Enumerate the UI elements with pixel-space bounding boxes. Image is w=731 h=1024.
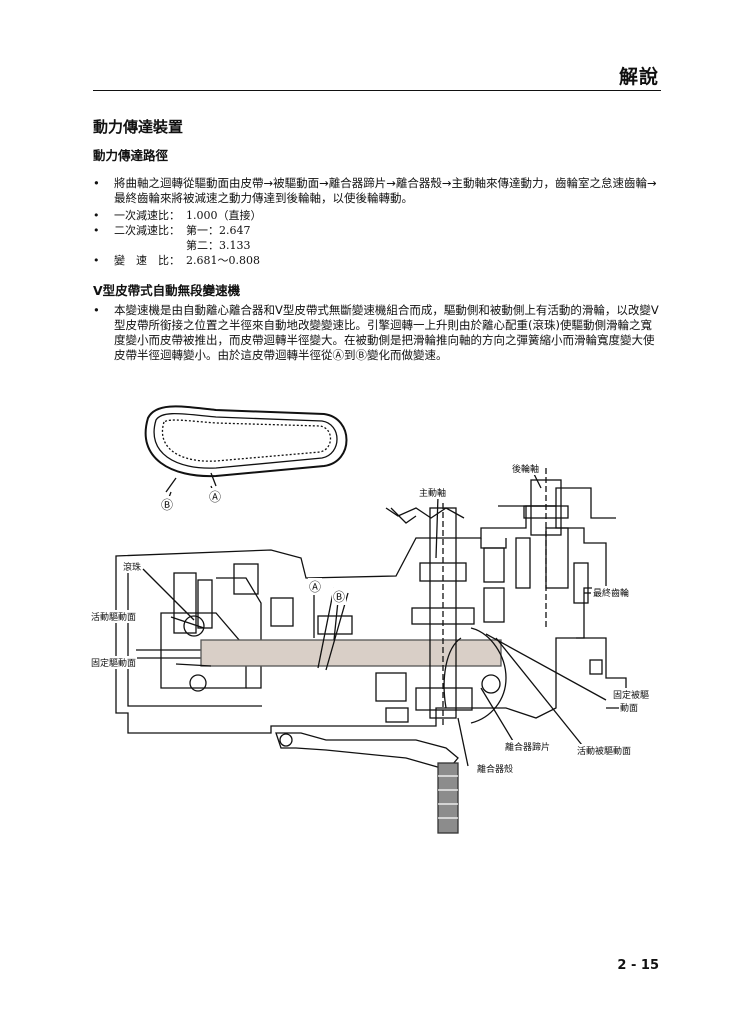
label-movable-drive-face: 活動驅動面 [90, 610, 138, 623]
label-final-gear: 最終齒輪 [592, 586, 631, 599]
cvt-paragraph: • 本變速機是由自動離心離合器和V型皮帶式無斷變速機組合而成，驅動側和被動側上有… [93, 303, 663, 363]
spec-value: 2.681～0.808 [186, 254, 260, 267]
section-title: 動力傳達裝置 [93, 118, 184, 136]
transmission-drawing [115, 405, 627, 834]
bullet: • [93, 176, 100, 190]
spec-label: 一次減速比： [114, 209, 180, 222]
page-header-title: 解說 [618, 66, 659, 88]
spec-label: 二次減速比： [114, 224, 180, 237]
label-fixed-driven-face-1: 固定被驅 [612, 688, 651, 701]
header-rule [93, 90, 661, 91]
spec-transmission-ratio: • 變 速 比： 2.681～0.808 [93, 253, 663, 268]
label-clutch-shoe: 離合器蹄片 [504, 740, 552, 753]
page-number: 2 - 15 [617, 958, 659, 973]
label-fixed-driven-face-2: 動面 [619, 701, 640, 714]
label-mark-b-belt: Ⓑ [160, 496, 175, 513]
label-mark-a-belt: Ⓐ [208, 488, 223, 505]
transmission-diagram: 後輪軸 主動軸 滾珠 活動驅動面 固定驅動面 最終齒輪 固定被驅 動面 離合器蹄… [86, 388, 666, 840]
cvt-title: V型皮帶式自動無段變速機 [93, 283, 241, 298]
bullet: • [93, 303, 100, 317]
spec-value: 第一：2.647 [186, 224, 251, 237]
spec-primary-ratio: • 一次減速比： 1.000（直接） [93, 208, 663, 223]
spec-secondary-ratio: • 二次減速比： 第一：2.647 [93, 223, 663, 238]
bullet: • [93, 224, 100, 237]
main-content: 動力傳達裝置 動力傳達路徑 • 將曲軸之迴轉從驅動面由皮帶→被驅動面→離合器蹄片… [93, 116, 663, 365]
route-paragraph: • 將曲軸之迴轉從驅動面由皮帶→被驅動面→離合器蹄片→離合器殼→主動軸來傳達動力… [93, 176, 663, 206]
label-main-shaft: 主動軸 [418, 486, 448, 499]
bullet: • [93, 209, 100, 222]
label-roller: 滾珠 [122, 560, 143, 573]
spec-label: 變 速 比： [114, 254, 180, 267]
spec-value: 1.000（直接） [186, 209, 262, 222]
label-mark-b-pulley: Ⓑ [332, 588, 347, 605]
label-clutch-housing: 離合器殼 [476, 762, 515, 775]
spec-secondary-ratio-cont: 第二：3.133 [186, 239, 251, 252]
route-text: 將曲軸之迴轉從驅動面由皮帶→被驅動面→離合器蹄片→離合器殼→主動軸來傳達動力，齒… [114, 176, 657, 205]
label-fixed-drive-face: 固定驅動面 [90, 656, 138, 669]
label-mark-a-pulley: Ⓐ [308, 578, 323, 595]
label-movable-driven-face: 活動被驅動面 [576, 744, 633, 757]
route-subtitle: 動力傳達路徑 [93, 148, 169, 163]
bullet: • [93, 254, 100, 267]
label-rear-axle: 後輪軸 [511, 462, 541, 475]
cvt-text: 本變速機是由自動離心離合器和V型皮帶式無斷變速機組合而成，驅動側和被動側上有活動… [114, 303, 659, 362]
